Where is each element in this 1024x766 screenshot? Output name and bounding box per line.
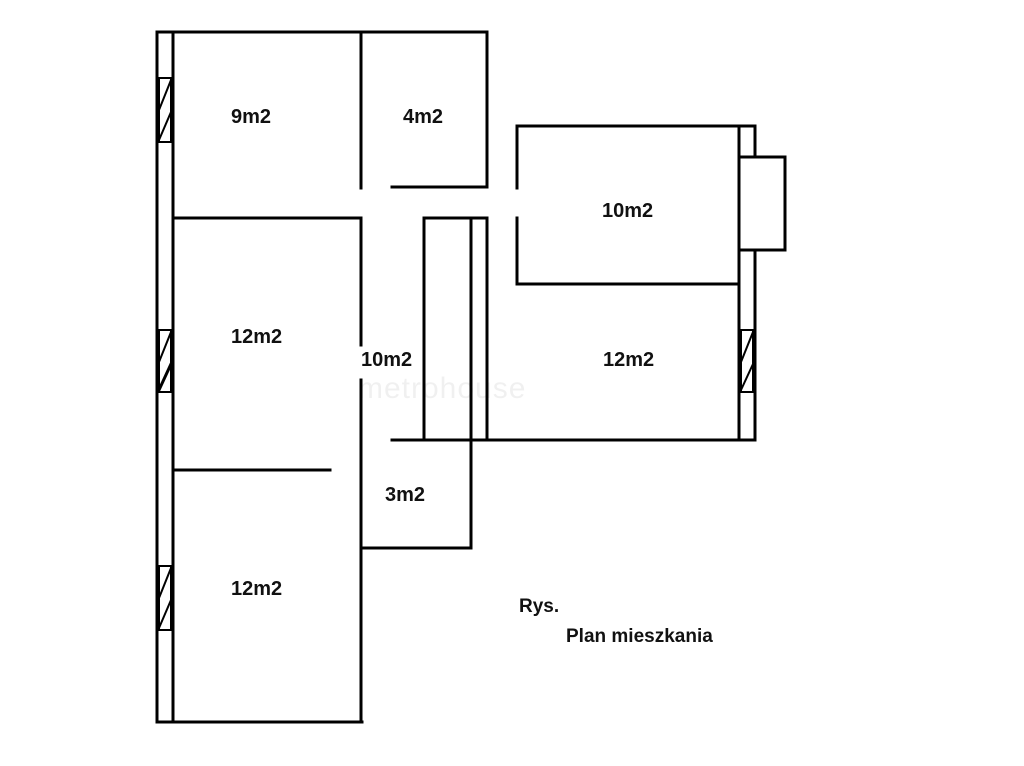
window-right <box>740 329 754 393</box>
caption-prefix: Rys. <box>519 596 560 617</box>
window-left-2 <box>157 329 173 393</box>
corridor-walls <box>171 216 757 724</box>
watermark-logo: metrohouse <box>358 372 527 405</box>
room-label-3: 3m2 <box>385 484 426 506</box>
window-left-1 <box>158 77 172 143</box>
room-label-12-left-upper: 12m2 <box>231 326 283 348</box>
balcony <box>737 155 787 252</box>
window-left-3 <box>158 565 172 631</box>
room-walls-right <box>515 124 757 442</box>
room-label-12-left-lower: 12m2 <box>231 578 283 600</box>
room-label-10-corridor: 10m2 <box>361 349 413 371</box>
room-label-4: 4m2 <box>403 106 444 128</box>
outer-left-wall <box>155 30 364 724</box>
caption-title: Plan mieszkania <box>566 626 713 647</box>
room-label-12-right: 12m2 <box>603 349 655 371</box>
room-label-10-right: 10m2 <box>602 200 654 222</box>
room-walls-top <box>171 30 489 220</box>
room-label-9: 9m2 <box>231 106 272 128</box>
